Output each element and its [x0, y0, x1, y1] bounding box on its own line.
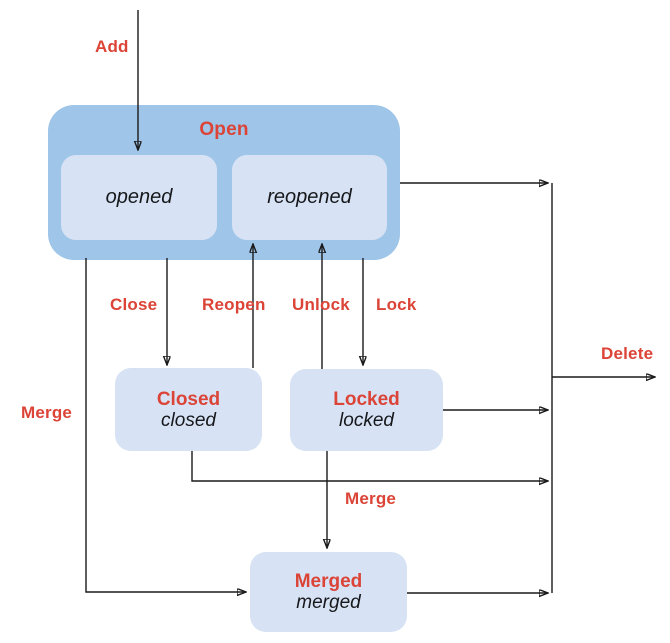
state-locked-title: Locked: [333, 389, 400, 410]
state-locked: Locked locked: [290, 369, 443, 451]
state-closed-substate: closed: [161, 409, 216, 431]
state-reopened-label: reopened: [267, 186, 352, 208]
state-reopened: reopened: [232, 155, 387, 240]
state-open: Open opened reopened: [48, 105, 400, 260]
state-merged: Merged merged: [250, 552, 407, 632]
state-locked-substate: locked: [339, 410, 394, 431]
state-closed: Closed closed: [115, 368, 262, 451]
state-merged-substate: merged: [296, 592, 361, 613]
state-opened-label: opened: [105, 186, 173, 208]
state-closed-title: Closed: [156, 388, 221, 410]
state-opened: opened: [61, 155, 217, 240]
state-open-label: Open: [199, 119, 249, 140]
state-merged-title: Merged: [294, 571, 363, 592]
